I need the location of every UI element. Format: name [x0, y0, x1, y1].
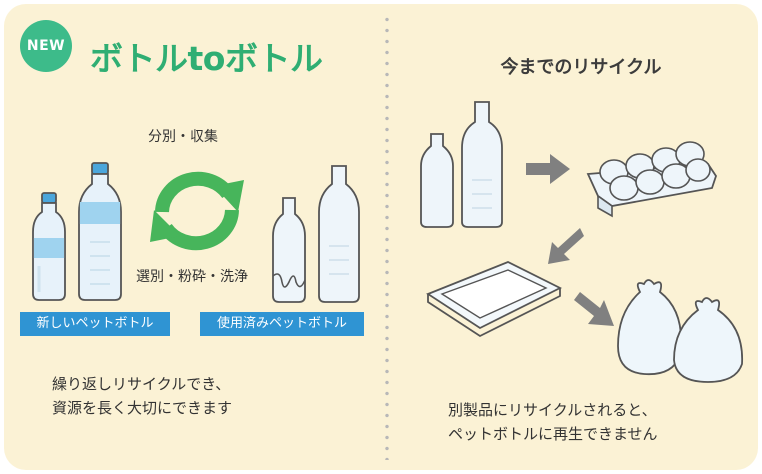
background-panel: [4, 4, 758, 470]
processing-label: 選別・粉砕・洗浄: [136, 269, 248, 285]
new-bottle-tag: 新しいペットボトル: [20, 312, 170, 336]
garbage-bags-icon: [617, 279, 743, 383]
new-small-bottle-icon: [32, 192, 66, 301]
collection-label: 分別・収集: [148, 129, 218, 145]
food-tray-icon: [426, 261, 563, 338]
used-small-bottle-icon: [272, 197, 306, 303]
recycle-cycle-icon: [150, 171, 244, 251]
arrow-down-right-icon: [574, 292, 614, 326]
cycle-arrow-top: [155, 171, 234, 213]
dotted-divider: [385, 14, 389, 460]
left-caption-line-2: 資源を長く大切にできます: [52, 399, 233, 417]
cycle-arrow-bottom-head: [150, 210, 180, 242]
bottle-to-bottle-title: ボトルtoボトル: [90, 39, 323, 78]
right-caption-line-2: ペットボトルに再生できません: [448, 425, 658, 443]
cycle-arrow-bottom: [160, 209, 239, 251]
conventional-recycling-title: 今までのリサイクル: [500, 57, 662, 78]
egg-carton-icon: [586, 141, 717, 218]
right-caption-line-1: 別製品にリサイクルされると、: [448, 401, 657, 419]
new-badge: NEW: [20, 20, 72, 72]
used-bottle-tag: 使用済みペットボトル: [200, 312, 364, 336]
cycle-arrow-top-head: [214, 180, 244, 212]
used-large-bottle-icon: [318, 165, 360, 303]
arrow-right-icon: [526, 154, 570, 184]
left-caption-line-1: 繰り返しリサイクルでき、: [52, 375, 231, 393]
old-bottles-icon: [420, 101, 503, 228]
arrow-down-left-icon: [548, 228, 584, 264]
new-large-bottle-icon: [78, 162, 122, 301]
